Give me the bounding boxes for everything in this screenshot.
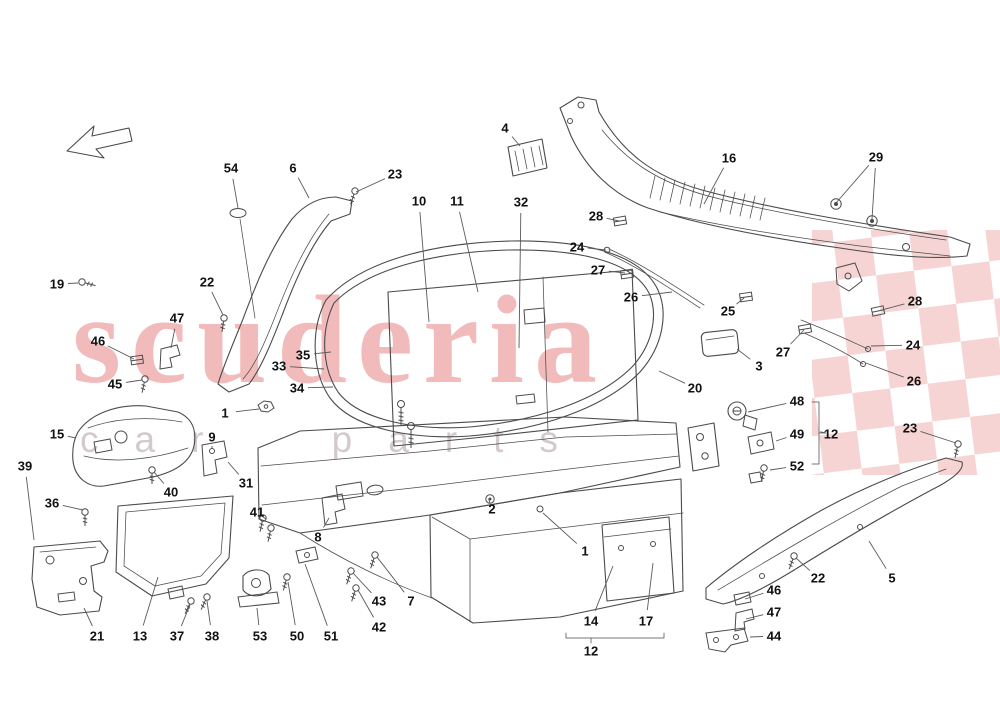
bracket-47-left [159,344,181,370]
grommet-2 [485,494,495,504]
bracket-21 [31,540,109,616]
left-clips-45-46-47 [130,344,181,370]
bracket-51 [295,546,319,564]
bracket-9 [201,440,228,477]
mount-cluster-50-51-53 [237,546,319,608]
nut-1 [257,400,275,413]
watermark: scuderia car parts [72,230,1000,475]
trunk-box [429,478,684,624]
direction-arrow-icon [66,125,133,159]
screw-36 [81,508,89,527]
plate-4 [507,138,548,177]
screw-43 [343,566,356,586]
cowl-panel-16 [559,96,971,367]
screw-41b [264,523,276,543]
latch-cluster-48-49-52 [687,401,826,484]
screw-37 [181,596,196,616]
bracket-8 [321,493,346,526]
panel-14-17 [601,516,675,602]
screw-7 [367,550,380,570]
right-clips-44-46-47 [705,591,755,653]
sill-panel-5 [705,457,963,605]
bulkhead-panel-11 [387,269,639,447]
screw-22-right [785,551,799,571]
mount-53 [242,569,272,597]
clip-46-right [733,591,752,606]
screw-42 [348,583,361,603]
console-piece-15 [72,405,196,487]
a-pillar-trim-6 [217,196,353,393]
lock-cylinder-48 [727,401,747,421]
cowl-grille-hatch [649,175,766,221]
screw-23-top [347,186,360,206]
pouch-3 [700,329,740,357]
watermark-subtitle-text: car parts [80,419,594,460]
screw-38 [197,592,212,612]
group-brace-12-bottom [565,632,665,644]
cap-54 [229,208,247,218]
trunk-seal-20 [314,240,664,438]
clip-27-right [797,323,813,335]
bracket-49 [747,431,775,455]
bracket-47-right [734,608,755,632]
screw-40 [148,466,156,485]
cross-panel-main [257,400,681,599]
watermark-brand-text: scuderia [72,271,607,410]
grommet-29a [830,198,842,210]
clip-28-left [612,215,628,227]
flat-panel-13 [115,495,234,600]
bracket-44 [705,627,749,653]
leader-lines [25,136,957,638]
